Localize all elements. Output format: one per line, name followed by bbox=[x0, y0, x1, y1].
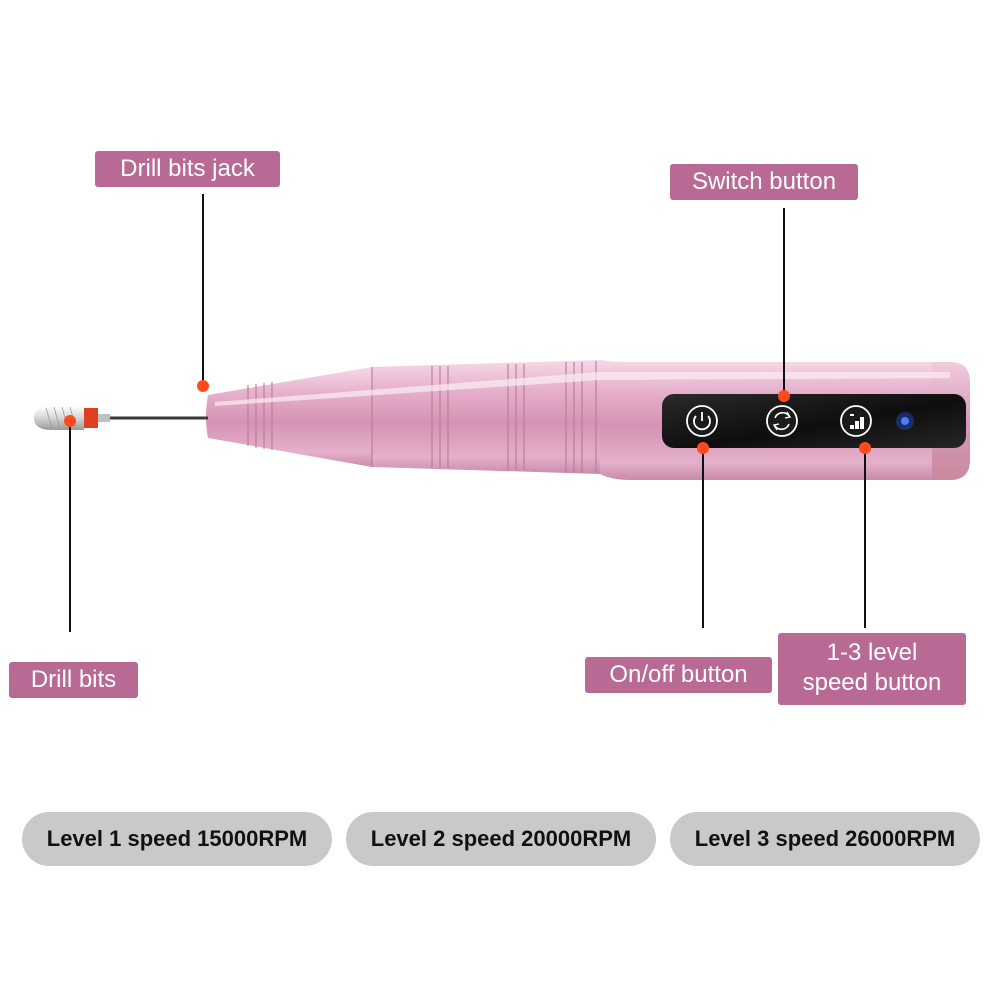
speed-level-icon bbox=[840, 405, 872, 437]
leader-lines bbox=[69, 194, 866, 632]
speed-level-3-pill: Level 3 speed 26000RPM bbox=[670, 812, 980, 866]
callout-switch-button: Switch button bbox=[670, 164, 858, 200]
pen-nose bbox=[206, 367, 372, 467]
callout-speed-button-line1: 1-3 level bbox=[826, 639, 918, 666]
rotate-icon bbox=[766, 405, 798, 437]
callout-speed-button: 1-3 level speed button bbox=[778, 633, 966, 705]
led-indicator-icon bbox=[896, 412, 914, 430]
speed-level-2-pill: Level 2 speed 20000RPM bbox=[346, 812, 656, 866]
power-icon bbox=[686, 405, 718, 437]
marker-dots bbox=[64, 380, 871, 454]
callout-drill-bits: Drill bits bbox=[9, 662, 138, 698]
callout-speed-button-line2: speed button bbox=[802, 669, 942, 696]
callout-on-off-button: On/off button bbox=[585, 657, 772, 693]
grip-rings bbox=[247, 361, 597, 473]
speed-level-1-pill: Level 1 speed 15000RPM bbox=[22, 812, 332, 866]
callout-drill-bits-jack: Drill bits jack bbox=[95, 151, 280, 187]
control-panel bbox=[662, 394, 966, 448]
